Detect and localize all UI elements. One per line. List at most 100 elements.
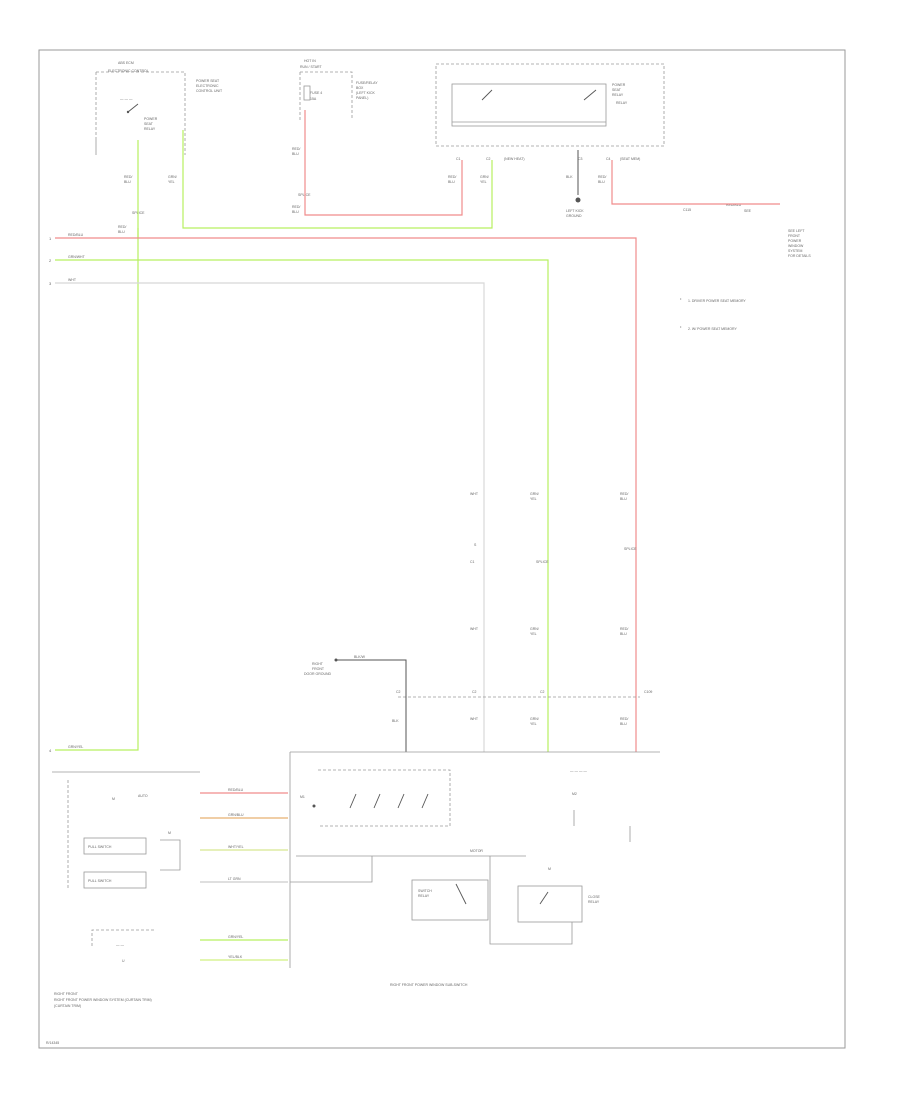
svg-text:C109: C109 <box>644 690 652 694</box>
svg-text:BLU: BLU <box>620 632 627 636</box>
svg-text:BLU: BLU <box>620 722 627 726</box>
component-top-left: ABS ECM ELECTRONIC CONTROL POWER SEAT EL… <box>95 61 223 155</box>
svg-text:M1: M1 <box>300 795 305 799</box>
svg-text:POWER SEAT: POWER SEAT <box>196 79 220 83</box>
svg-text:RELAY: RELAY <box>616 101 628 105</box>
svg-text:RED/: RED/ <box>118 225 126 229</box>
svg-text:— — — —: — — — — <box>570 769 587 773</box>
svg-text:SYSTEM: SYSTEM <box>788 249 802 253</box>
svg-text:C3: C3 <box>578 157 583 161</box>
diagram-frame <box>38 49 846 1049</box>
svg-text:(CURTAIN TRIM): (CURTAIN TRIM) <box>54 1004 81 1008</box>
svg-text:BLU: BLU <box>598 180 605 184</box>
svg-text:SWITCH: SWITCH <box>418 889 432 893</box>
svg-text:YEL: YEL <box>530 722 537 726</box>
svg-text:4: 4 <box>49 748 52 753</box>
left-bottom-caption: RIGHT FRONT POWER WINDOW SYSTEM (CURTAIN… <box>54 998 152 1002</box>
switch-contact-icon <box>127 103 139 113</box>
wire-red-top <box>304 110 463 216</box>
svg-text:BLU: BLU <box>620 497 627 501</box>
svg-text:C2: C2 <box>396 690 401 694</box>
svg-text:RED/: RED/ <box>448 175 456 179</box>
svg-text:2: 2 <box>49 258 52 263</box>
svg-text:LEFT KICK: LEFT KICK <box>566 209 584 213</box>
svg-text:CONTROL UNIT: CONTROL UNIT <box>196 89 223 93</box>
svg-text:3: 3 <box>49 281 52 286</box>
svg-text:GROUND: GROUND <box>566 214 582 218</box>
svg-text:FUSE 4: FUSE 4 <box>310 91 322 95</box>
svg-text:GRN/: GRN/ <box>530 717 539 721</box>
wire-green-left <box>55 140 139 751</box>
svg-text:FRONT: FRONT <box>312 667 325 671</box>
svg-text:•: • <box>680 296 682 301</box>
svg-text:SEAT: SEAT <box>612 88 622 92</box>
component-top-middle: HOT IN RUN / START FUSE/RELAY BOX (LEFT … <box>299 59 378 120</box>
svg-text:BLU: BLU <box>448 180 455 184</box>
switch-contact-icon <box>421 793 429 809</box>
wire-red-right <box>611 160 780 205</box>
svg-text:CLOSE: CLOSE <box>588 895 601 899</box>
svg-text:YEL: YEL <box>530 497 537 501</box>
svg-text:U: U <box>122 959 125 963</box>
svg-text:BLK: BLK <box>566 175 573 179</box>
svg-text:C4: C4 <box>606 157 611 161</box>
svg-text:RELAY: RELAY <box>418 894 430 898</box>
svg-text:WHT: WHT <box>470 627 479 631</box>
svg-text:RELAY: RELAY <box>588 900 600 904</box>
svg-text:BLU: BLU <box>118 230 125 234</box>
power-window-sub-switch: M1 — — — — M2 MOTOR SWITCH RELAY CLOSE R… <box>289 751 660 987</box>
svg-text:— —: — — <box>116 943 124 947</box>
svg-text:RED/: RED/ <box>292 205 300 209</box>
svg-text:(LEFT KICK: (LEFT KICK <box>356 91 375 95</box>
svg-text:C2: C2 <box>486 157 491 161</box>
svg-text:SEE LEFT: SEE LEFT <box>788 229 805 233</box>
svg-text:SEE: SEE <box>744 209 752 213</box>
svg-text:WHT/YEL: WHT/YEL <box>228 845 244 849</box>
svg-text:LT GRN: LT GRN <box>228 877 241 881</box>
svg-text:ELECTRONIC CONTROL: ELECTRONIC CONTROL <box>108 69 149 73</box>
svg-text:RED/BLU: RED/BLU <box>726 203 742 207</box>
svg-text:RIGHT FRONT: RIGHT FRONT <box>54 992 79 996</box>
svg-text:WHT: WHT <box>470 492 479 496</box>
svg-text:DOOR GROUND: DOOR GROUND <box>304 672 332 676</box>
svg-text:GRN/YEL: GRN/YEL <box>228 935 243 939</box>
switch-contact-icon <box>583 89 597 101</box>
svg-text:M: M <box>112 797 115 801</box>
wire-label-pink: RED/BLU <box>68 233 84 237</box>
svg-text:S: S <box>474 543 477 547</box>
svg-text:POWER: POWER <box>612 83 626 87</box>
svg-text:MOTOR: MOTOR <box>470 849 483 853</box>
svg-text:RED/: RED/ <box>292 147 300 151</box>
svg-text:RED/BLU: RED/BLU <box>228 788 244 792</box>
svg-text:RED/: RED/ <box>124 175 132 179</box>
switch-contact-icon <box>397 793 405 809</box>
svg-text:•: • <box>680 324 682 329</box>
svg-text:YEL: YEL <box>530 632 537 636</box>
svg-text:SPLICE: SPLICE <box>624 547 637 551</box>
svg-text:BOX: BOX <box>356 86 364 90</box>
svg-text:M: M <box>168 831 171 835</box>
svg-text:M: M <box>548 867 551 871</box>
svg-text:BLU: BLU <box>292 210 299 214</box>
svg-text:C115: C115 <box>683 208 691 212</box>
svg-text:BLK: BLK <box>392 719 399 723</box>
relay-coil-icon <box>411 879 489 921</box>
note-2: 2. W/ POWER SEAT MEMORY <box>688 327 737 331</box>
svg-text:M2: M2 <box>572 792 577 796</box>
svg-text:FRONT: FRONT <box>788 234 801 238</box>
svg-text:RED/: RED/ <box>620 492 628 496</box>
svg-text:FUSE/RELAY: FUSE/RELAY <box>356 81 378 85</box>
svg-text:(NEW HEAT): (NEW HEAT) <box>504 157 525 161</box>
wire-green-main <box>55 259 549 752</box>
svg-text:AUTO: AUTO <box>138 794 148 798</box>
wire-white-main <box>55 282 485 752</box>
component-bottom-left: M AUTO PULL SWITCH PULL SWITCH M — — U R… <box>52 771 200 1008</box>
ground-icon <box>575 180 581 203</box>
footer-code: R/14345 <box>46 1041 59 1045</box>
svg-text:C1: C1 <box>470 560 475 564</box>
svg-text:GRN/: GRN/ <box>168 175 177 179</box>
svg-text:GRN/BLU: GRN/BLU <box>228 813 244 817</box>
svg-text:C2: C2 <box>472 690 477 694</box>
svg-text:RUN / START: RUN / START <box>300 65 323 69</box>
